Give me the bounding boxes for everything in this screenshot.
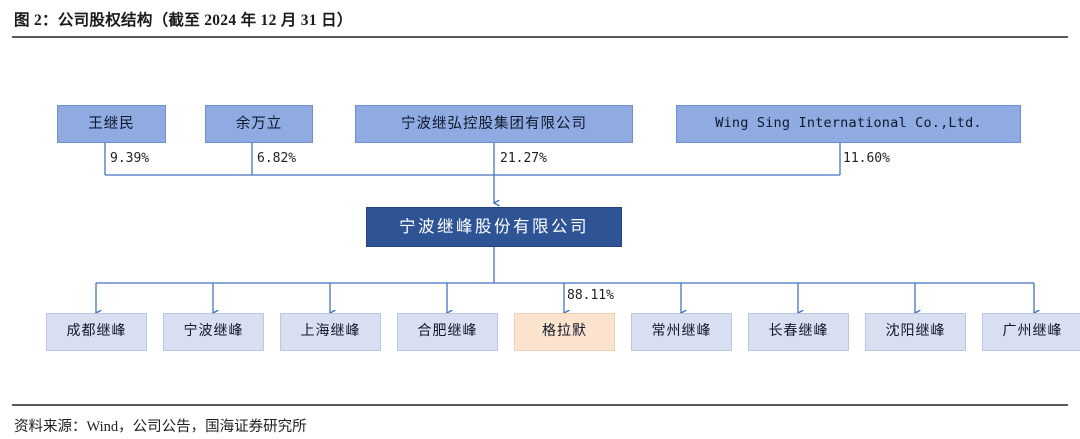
subsidiary-box-2[interactable]: 宁波继峰 [163,313,264,351]
figure-title: 图 2：公司股权结构（截至 2024 年 12 月 31 日） [14,12,353,29]
subsidiary-stake-label: 88.11% [567,288,614,303]
ownership-structure-chart: 王继民 9.39% 余万立 6.82% 宁波继弘控股集团有限公司 21.27% … [0,40,1080,402]
subsidiary-label-4: 合肥继峰 [417,323,478,339]
subsidiary-label-9: 广州继峰 [1002,323,1063,339]
shareholder-label-1: 王继民 [88,115,135,132]
subsidiary-box-5[interactable]: 格拉默 [514,313,615,351]
stake-label-2: 6.82% [257,151,297,166]
stake-label-1: 9.39% [110,151,150,166]
stake-label-3: 21.27% [500,151,547,166]
footer-divider [12,404,1068,406]
shareholder-box-1[interactable]: 王继民 [57,105,166,143]
subsidiary-box-8[interactable]: 沈阳继峰 [865,313,966,351]
subsidiary-label-2: 宁波继峰 [183,323,244,339]
shareholder-box-2[interactable]: 余万立 [205,105,313,143]
connector-lines [0,143,1080,402]
subsidiary-label-1: 成都继峰 [66,323,127,339]
subsidiary-box-9[interactable]: 广州继峰 [982,313,1080,351]
subsidiary-label-7: 长春继峰 [768,323,829,339]
subsidiary-label-8: 沈阳继峰 [885,323,946,339]
parent-company-box[interactable]: 宁波继峰股份有限公司 [366,207,622,247]
subsidiary-box-7[interactable]: 长春继峰 [748,313,849,351]
parent-company-label: 宁波继峰股份有限公司 [399,216,589,236]
shareholder-box-4[interactable]: Wing Sing International Co.,Ltd. [676,105,1021,143]
source-note: 资料来源：Wind，公司公告，国海证券研究所 [14,419,307,435]
header-divider [12,36,1068,38]
subsidiary-box-6[interactable]: 常州继峰 [631,313,732,351]
shareholder-label-3: 宁波继弘控股集团有限公司 [401,115,587,132]
subsidiary-label-5: 格拉默 [542,323,587,339]
shareholder-box-3[interactable]: 宁波继弘控股集团有限公司 [355,105,633,143]
subsidiary-box-3[interactable]: 上海继峰 [280,313,381,351]
subsidiary-label-3: 上海继峰 [300,323,361,339]
subsidiary-box-4[interactable]: 合肥继峰 [397,313,498,351]
stake-label-4: 11.60% [843,151,890,166]
subsidiary-label-6: 常州继峰 [651,323,712,339]
shareholder-label-4: Wing Sing International Co.,Ltd. [715,115,982,132]
subsidiary-box-1[interactable]: 成都继峰 [46,313,147,351]
shareholder-label-2: 余万立 [235,115,283,132]
